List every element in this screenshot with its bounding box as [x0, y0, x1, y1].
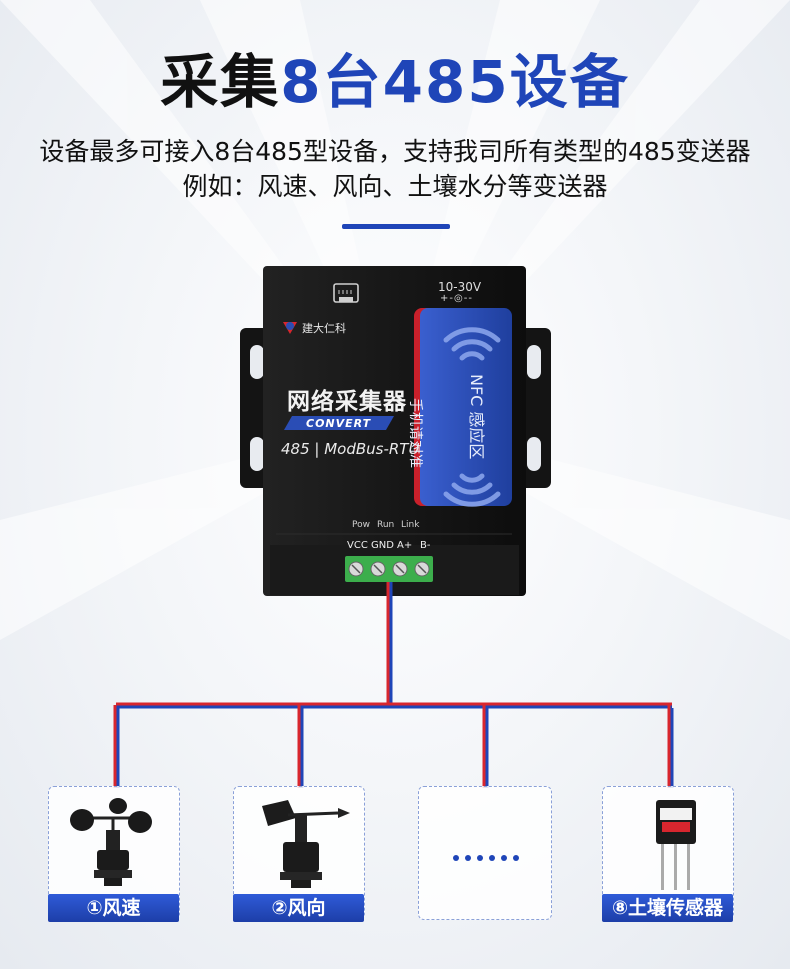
nfc-panel: [420, 308, 512, 506]
terminal-label-gnd: GND: [371, 540, 394, 551]
terminal-block: [345, 556, 433, 582]
nfc-wave-bottom-icon: [443, 473, 501, 507]
rs485-bus-wiring: [113, 582, 674, 788]
sensor-label-wind-speed: ①风速: [48, 894, 179, 922]
power-symbol: +-◎--: [440, 293, 473, 304]
convert-badge: [284, 416, 394, 430]
subtitle-line1: 设备最多可接入8台485型设备，支持我司所有类型的485变送器: [39, 137, 751, 166]
anemometer-icon: [70, 798, 152, 886]
nfc-wave-top-icon: [443, 327, 501, 361]
sensor-label-soil: ⑧土壤传感器: [602, 894, 733, 922]
subtitle-line2: 例如：风速、风向、土壤水分等变送器: [182, 172, 608, 201]
sensor-card-3: [418, 786, 552, 920]
page-title: 采集8台485设备: [0, 42, 790, 122]
power-label: 10-30V: [438, 280, 482, 294]
title-part1: 采集: [160, 48, 281, 116]
led-label-link: Link: [401, 520, 420, 530]
terminal-label-vcc: VCC: [347, 540, 368, 551]
sensor-label-wind-direction: ②风向: [233, 894, 364, 922]
soil-sensor-icon: [656, 800, 696, 890]
ellipsis-icon: [453, 855, 519, 861]
terminal-label-b: B-: [420, 540, 431, 551]
brand-name: 建大仁科: [302, 322, 346, 335]
wind-vane-icon: [262, 800, 350, 888]
led-label-pow: Pow: [352, 520, 370, 530]
title-part2: 8台485设备: [280, 48, 630, 116]
led-label-run: Run: [377, 520, 395, 530]
convert-badge-text: CONVERT: [306, 417, 372, 430]
brand-logo-icon: [283, 322, 297, 334]
device-name: 网络采集器: [287, 389, 407, 415]
protocol-label: 485 | ModBus-RTU: [281, 440, 420, 458]
ethernet-port-icon: [333, 283, 359, 303]
accent-divider: [342, 224, 450, 229]
terminal-label-a: A+: [397, 540, 413, 551]
